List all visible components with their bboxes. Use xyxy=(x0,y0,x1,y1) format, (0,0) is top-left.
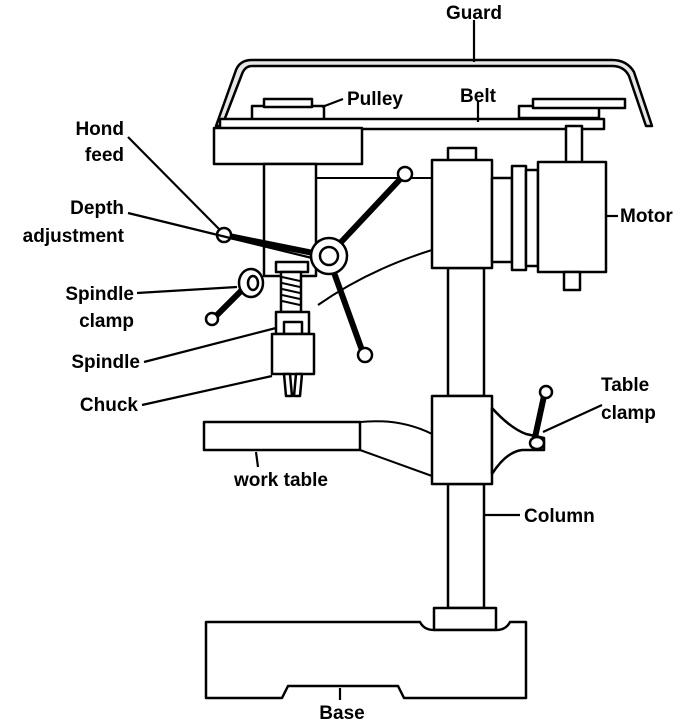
belt xyxy=(218,117,606,131)
label-motor: Motor xyxy=(620,206,673,227)
pulley-left xyxy=(250,97,326,122)
spindle-assembly xyxy=(274,260,311,336)
chuck xyxy=(270,332,316,398)
leader-spindle-clamp xyxy=(136,285,238,295)
table-clamp-bracket xyxy=(430,394,546,486)
leader-lines xyxy=(127,20,618,700)
label-work-table: work table xyxy=(233,470,328,491)
leader-work-table xyxy=(254,451,260,468)
label-hand-feed-line2: feed xyxy=(85,145,124,166)
head-housing xyxy=(212,126,433,306)
label-depth-adjustment-line1: Depth xyxy=(70,198,124,219)
label-hand-feed-line1: Hond xyxy=(75,119,124,140)
motor xyxy=(490,124,608,292)
label-table-clamp-line2: clamp xyxy=(601,403,656,424)
hand-feed xyxy=(215,165,414,364)
label-spindle-clamp-line1: Spindle xyxy=(65,284,134,305)
base xyxy=(204,606,528,700)
label-spindle-clamp-line2: clamp xyxy=(79,311,134,332)
label-chuck: Chuck xyxy=(80,395,139,416)
column-collar xyxy=(430,158,494,270)
leader-table-clamp xyxy=(542,403,603,434)
leader-pulley xyxy=(321,97,344,109)
spindle-clamp xyxy=(204,267,265,327)
guard xyxy=(214,58,654,128)
label-depth-adjustment-line2: adjustment xyxy=(23,226,125,247)
pulley-right xyxy=(517,97,627,120)
label-table-clamp-line1: Table xyxy=(601,375,649,396)
label-guard: Guard xyxy=(446,3,502,24)
labels: Guard Pulley Belt Hond feed Depth adjust… xyxy=(23,3,674,724)
label-spindle: Spindle xyxy=(71,352,140,373)
leader-hand-feed xyxy=(127,136,221,231)
leader-chuck xyxy=(141,374,273,407)
table-clamp xyxy=(528,384,554,451)
work-table xyxy=(202,420,433,477)
label-base: Base xyxy=(319,703,364,724)
leader-depth-adjustment xyxy=(127,211,313,260)
leader-spindle xyxy=(143,326,277,364)
label-column: Column xyxy=(524,506,595,527)
label-belt: Belt xyxy=(460,86,497,107)
label-pulley: Pulley xyxy=(347,89,403,110)
